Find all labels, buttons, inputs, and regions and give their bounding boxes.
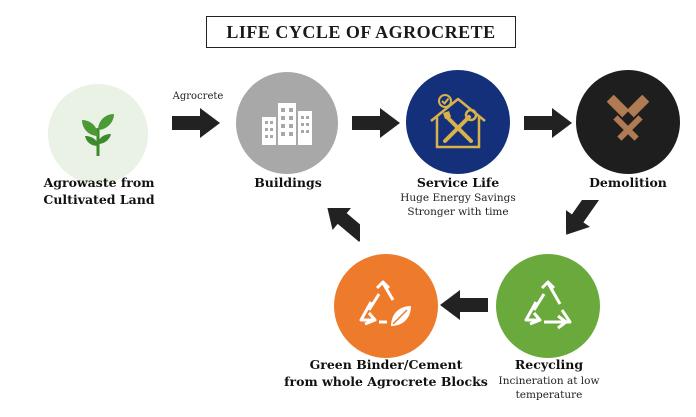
buildings-label: Buildings xyxy=(254,175,322,190)
buildings-icon xyxy=(262,103,312,145)
arrow-buildings-to-service-life xyxy=(352,108,400,138)
arrow-demolition-to-recycling xyxy=(566,200,600,235)
recycle-icon xyxy=(524,280,572,330)
recycle-leaf-icon xyxy=(359,280,411,326)
arrow-recycling-to-green-binder xyxy=(440,290,488,320)
service-life-circle xyxy=(406,70,510,174)
service-life-label: Service Life xyxy=(416,175,500,190)
arrow-green-binder-to-buildings xyxy=(326,208,360,242)
green-binder-circle xyxy=(334,254,438,358)
demolition-label: Demolition xyxy=(589,175,667,190)
hammers-icon xyxy=(606,95,650,141)
agrowaste-circle xyxy=(48,84,148,184)
demolition-circle xyxy=(576,70,680,174)
arrow-agrowaste-to-buildings xyxy=(172,108,220,138)
sprout-icon xyxy=(82,114,114,156)
recycling-subtext: Incineration at low temperature xyxy=(498,375,600,401)
agrowaste-label: Agrowaste from Cultivated Land xyxy=(43,175,155,207)
service-life-subtext: Huge Energy Savings Stronger with time xyxy=(400,192,516,218)
green-binder-label: Green Binder/Cement from whole Agrocrete… xyxy=(284,357,488,389)
arrow-service-life-to-demolition xyxy=(524,108,572,138)
agrocrete-arrow-label: Agrocrete xyxy=(172,91,224,102)
recycling-circle xyxy=(496,254,600,358)
house-tools-icon xyxy=(430,94,486,149)
page-title: LIFE CYCLE OF AGROCRETE xyxy=(206,16,516,48)
buildings-circle xyxy=(236,72,338,174)
recycling-label: Recycling xyxy=(514,357,584,372)
